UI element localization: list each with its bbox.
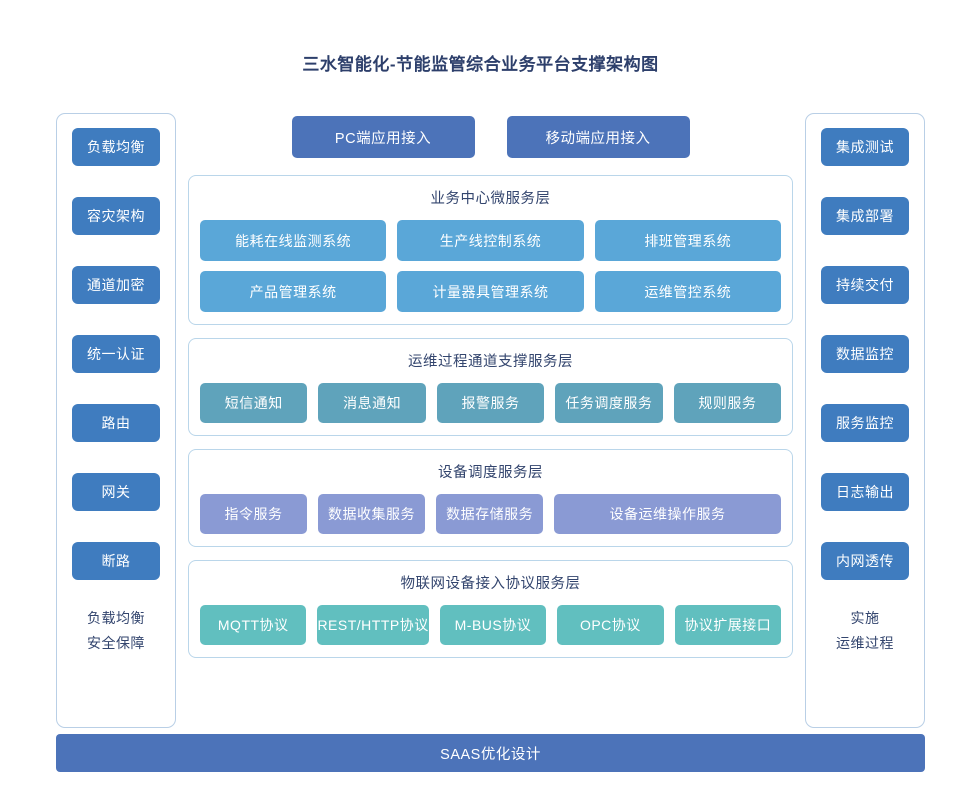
left-sidebar-footer-line2: 安全保障 bbox=[87, 634, 145, 651]
card-metering-instrument-system[interactable]: 计量器具管理系统 bbox=[397, 271, 584, 312]
layer-iot-title: 物联网设备接入协议服务层 bbox=[400, 576, 581, 592]
right-sidebar-footer: 实施 运维过程 bbox=[836, 606, 894, 655]
layer-ops-row-1: 短信通知 消息通知 报警服务 任务调度服务 规则服务 bbox=[200, 383, 782, 423]
card-data-storage-service[interactable]: 数据存储服务 bbox=[436, 494, 544, 534]
sidebar-item-intranet-passthrough[interactable]: 内网透传 bbox=[821, 542, 909, 580]
left-sidebar-footer-line1: 负载均衡 bbox=[87, 610, 145, 626]
layer-iot-protocol-access: 物联网设备接入协议服务层 MQTT协议 REST/HTTP协议 M-BUS协议 … bbox=[188, 560, 793, 658]
card-sms-notification[interactable]: 短信通知 bbox=[200, 383, 308, 423]
sidebar-item-log-output[interactable]: 日志输出 bbox=[821, 473, 909, 511]
card-production-line-control-system[interactable]: 生产线控制系统 bbox=[397, 220, 584, 261]
access-row: PC端应用接入 移动端应用接入 bbox=[188, 116, 793, 158]
right-sidebar: 集成测试 集成部署 持续交付 数据监控 服务监控 日志输出 内网透传 实施 运维… bbox=[805, 113, 925, 728]
sidebar-item-service-monitoring[interactable]: 服务监控 bbox=[821, 404, 909, 442]
architecture-diagram: 负载均衡 容灾架构 通道加密 统一认证 路由 网关 断路 负载均衡 安全保障 P… bbox=[56, 113, 925, 728]
layer-business-row-1: 能耗在线监测系统 生产线控制系统 排班管理系统 bbox=[200, 220, 781, 261]
card-rest-http-protocol[interactable]: REST/HTTP协议 bbox=[317, 605, 429, 645]
sidebar-item-continuous-delivery[interactable]: 持续交付 bbox=[821, 266, 909, 304]
layer-business-microservice: 业务中心微服务层 能耗在线监测系统 生产线控制系统 排班管理系统 产品管理系统 … bbox=[188, 175, 793, 325]
sidebar-item-routing[interactable]: 路由 bbox=[72, 404, 160, 442]
left-sidebar: 负载均衡 容灾架构 通道加密 统一认证 路由 网关 断路 负载均衡 安全保障 bbox=[56, 113, 176, 728]
saas-optimization-bar: SAAS优化设计 bbox=[56, 734, 925, 772]
sidebar-item-data-monitoring[interactable]: 数据监控 bbox=[821, 335, 909, 373]
card-opc-protocol[interactable]: OPC协议 bbox=[557, 605, 664, 645]
card-mqtt-protocol[interactable]: MQTT协议 bbox=[200, 605, 307, 645]
sidebar-item-integration-deploy[interactable]: 集成部署 bbox=[821, 197, 909, 235]
sidebar-item-unified-auth[interactable]: 统一认证 bbox=[72, 335, 160, 373]
layer-device-row-1: 指令服务 数据收集服务 数据存储服务 设备运维操作服务 bbox=[200, 494, 781, 534]
center-column: PC端应用接入 移动端应用接入 业务中心微服务层 能耗在线监测系统 生产线控制系… bbox=[176, 113, 805, 728]
card-message-notification[interactable]: 消息通知 bbox=[318, 383, 426, 423]
layer-device-scheduling: 设备调度服务层 指令服务 数据收集服务 数据存储服务 设备运维操作服务 bbox=[188, 449, 793, 547]
card-shift-management-system[interactable]: 排班管理系统 bbox=[594, 220, 781, 261]
card-command-service[interactable]: 指令服务 bbox=[200, 494, 308, 534]
layer-device-title: 设备调度服务层 bbox=[438, 465, 543, 481]
right-sidebar-footer-line1: 实施 bbox=[850, 610, 880, 626]
sidebar-item-integration-test[interactable]: 集成测试 bbox=[821, 128, 909, 166]
mobile-access-button[interactable]: 移动端应用接入 bbox=[506, 116, 690, 158]
card-device-ops-operation-service[interactable]: 设备运维操作服务 bbox=[554, 494, 781, 534]
sidebar-item-load-balance[interactable]: 负载均衡 bbox=[72, 128, 160, 166]
card-task-scheduling-service[interactable]: 任务调度服务 bbox=[555, 383, 663, 423]
card-data-collection-service[interactable]: 数据收集服务 bbox=[318, 494, 426, 534]
card-protocol-extension-interface[interactable]: 协议扩展接口 bbox=[674, 605, 782, 645]
page-title: 三水智能化-节能监管综合业务平台支撑架构图 bbox=[302, 55, 659, 74]
sidebar-item-disaster-recovery[interactable]: 容灾架构 bbox=[72, 197, 160, 235]
layer-ops-title: 运维过程通道支撑服务层 bbox=[408, 354, 573, 370]
card-product-management-system[interactable]: 产品管理系统 bbox=[200, 271, 387, 312]
layer-business-title: 业务中心微服务层 bbox=[430, 191, 551, 207]
card-mbus-protocol[interactable]: M-BUS协议 bbox=[439, 605, 547, 645]
card-energy-monitoring-system[interactable]: 能耗在线监测系统 bbox=[200, 220, 387, 261]
layer-business-row-2: 产品管理系统 计量器具管理系统 运维管控系统 bbox=[200, 271, 781, 312]
layer-iot-row-1: MQTT协议 REST/HTTP协议 M-BUS协议 OPC协议 协议扩展接口 bbox=[200, 605, 782, 645]
right-sidebar-footer-line2: 运维过程 bbox=[836, 634, 894, 651]
sidebar-item-gateway[interactable]: 网关 bbox=[72, 473, 160, 511]
card-ops-control-system[interactable]: 运维管控系统 bbox=[594, 271, 781, 312]
sidebar-item-channel-encryption[interactable]: 通道加密 bbox=[72, 266, 160, 304]
layer-ops-channel-support: 运维过程通道支撑服务层 短信通知 消息通知 报警服务 任务调度服务 规则服务 bbox=[188, 338, 793, 436]
sidebar-item-circuit-breaker[interactable]: 断路 bbox=[72, 542, 160, 580]
pc-access-button[interactable]: PC端应用接入 bbox=[291, 116, 475, 158]
card-rule-service[interactable]: 规则服务 bbox=[673, 383, 782, 423]
left-sidebar-footer: 负载均衡 安全保障 bbox=[87, 606, 145, 655]
card-alarm-service[interactable]: 报警服务 bbox=[436, 383, 545, 423]
